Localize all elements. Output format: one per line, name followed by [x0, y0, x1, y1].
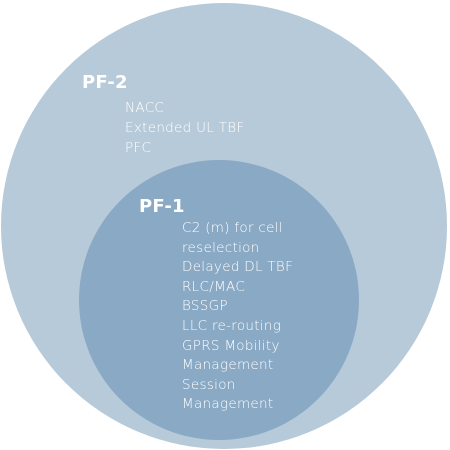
- inner-item: Session: [182, 376, 236, 393]
- inner-item: RLC/MAC: [182, 278, 246, 295]
- inner-item: reselection: [182, 239, 260, 256]
- inner-item: LLC re-routing: [182, 317, 282, 334]
- inner-circle-pf1: [79, 160, 359, 440]
- outer-item: NACC: [125, 100, 165, 116]
- inner-item: Delayed DL TBF: [182, 259, 294, 276]
- outer-title: PF-2: [82, 72, 128, 93]
- inner-item: GPRS Mobility: [182, 337, 280, 354]
- inner-item: C2 (m) for cell: [182, 220, 283, 236]
- inner-item: BSSGP: [182, 298, 228, 315]
- inner-item: Management: [182, 396, 274, 413]
- outer-item: Extended UL TBF: [125, 120, 245, 136]
- outer-item: PFC: [125, 140, 152, 156]
- inner-item: Management: [182, 357, 274, 374]
- inner-feature-list: C2 (m) for cell reselection Delayed DL T…: [182, 219, 293, 415]
- inner-title: PF-1: [139, 196, 185, 217]
- outer-feature-list: NACC Extended UL TBF PFC: [125, 98, 244, 158]
